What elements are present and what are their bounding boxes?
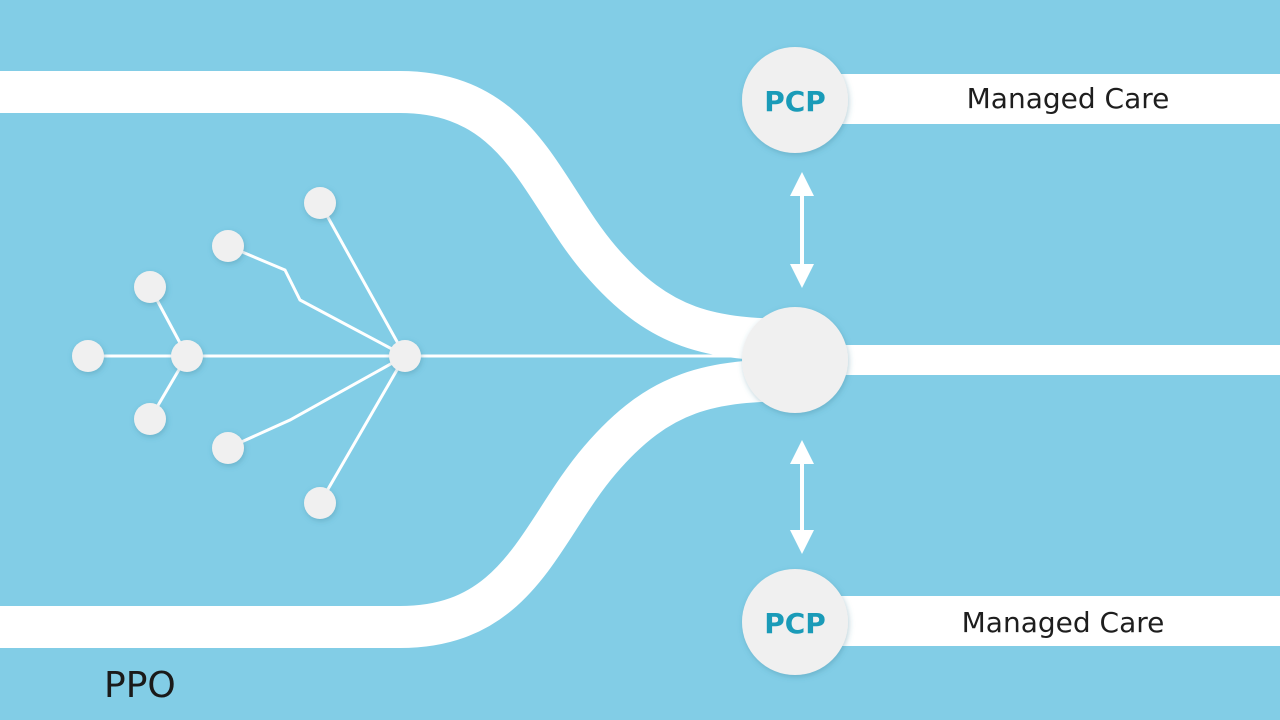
top-pcp-label: PCP	[764, 85, 826, 118]
top-managed-care-band	[790, 74, 1280, 124]
network-node	[134, 271, 166, 303]
network-hub-node	[389, 340, 421, 372]
top-curved-band	[0, 71, 801, 361]
network-node	[134, 403, 166, 435]
network-node	[212, 230, 244, 262]
double-arrow-up-down-icon	[790, 440, 814, 554]
bottom-pcp-label: PCP	[764, 607, 826, 640]
network-node	[171, 340, 203, 372]
bottom-managed-care-band	[790, 596, 1280, 646]
network-node	[72, 340, 104, 372]
network-node	[212, 432, 244, 464]
network-node	[304, 487, 336, 519]
ppo-network-nodes	[72, 187, 421, 519]
ppo-label: PPO	[104, 665, 176, 706]
middle-right-band	[800, 345, 1280, 375]
double-arrow-up-down-icon	[790, 172, 814, 288]
network-node	[304, 187, 336, 219]
top-managed-care-label: Managed Care	[967, 82, 1170, 115]
central-node	[742, 307, 848, 413]
bottom-curved-band	[0, 359, 801, 648]
bottom-pcp-node	[742, 569, 848, 675]
top-pcp-node	[742, 47, 848, 153]
bottom-managed-care-label: Managed Care	[962, 606, 1165, 639]
